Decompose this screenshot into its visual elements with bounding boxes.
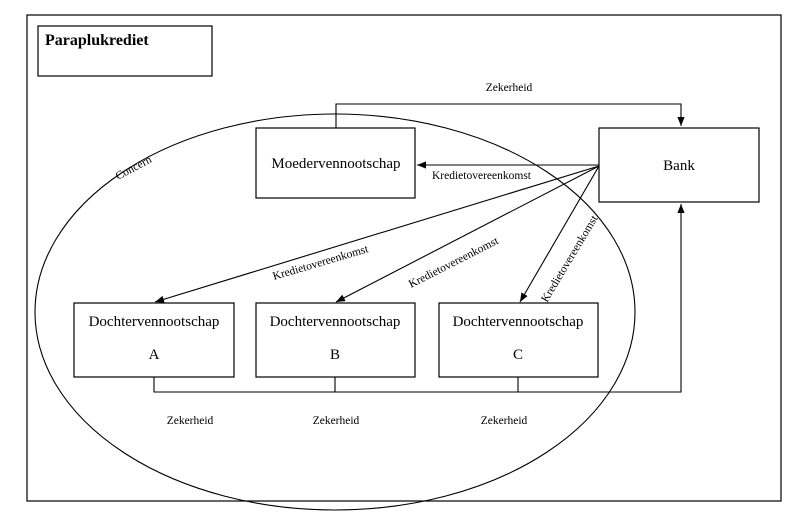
outer-frame	[26, 14, 782, 502]
credit-label-parent: Kredietovereenkomst	[432, 170, 532, 182]
credit-label-c: Kredietovereenkomst	[539, 213, 601, 305]
subsidiary-a-box	[73, 302, 235, 378]
parent-company-label: Moedervennootschap	[271, 156, 400, 172]
subsidiary-a-letter: A	[149, 347, 160, 363]
security-label-a: Zekerheid	[167, 415, 214, 427]
concern-ellipse	[34, 113, 636, 511]
subsidiary-c-box	[438, 302, 599, 378]
credit-arrow-a	[154, 165, 600, 303]
credit-arrow-c	[519, 165, 600, 303]
security-label-top: Zekerheid	[486, 82, 533, 94]
subsidiary-a-name: Dochtervennootschap	[89, 314, 220, 330]
subsidiary-b-name: Dochtervennootschap	[270, 314, 401, 330]
security-arrow-parent-bank	[335, 103, 685, 128]
subsidiary-b-letter: B	[330, 347, 340, 363]
bank-box	[598, 127, 760, 203]
parent-company-box	[255, 127, 416, 199]
credit-arrow-b	[335, 165, 600, 303]
security-label-c: Zekerheid	[481, 415, 528, 427]
bank-label: Bank	[663, 158, 695, 174]
credit-label-b: Kredietovereenkomst	[407, 235, 501, 291]
security-arrow-subsidiaries-bank	[153, 204, 685, 393]
subsidiary-c-letter: C	[513, 347, 523, 363]
title-box	[37, 25, 213, 77]
subsidiary-c-name: Dochtervennootschap	[453, 314, 584, 330]
credit-label-a: Kredietovereenkomst	[271, 243, 370, 283]
concern-label: Concern	[114, 154, 154, 183]
title: Paraplukrediet	[45, 32, 149, 49]
security-label-b: Zekerheid	[313, 415, 360, 427]
